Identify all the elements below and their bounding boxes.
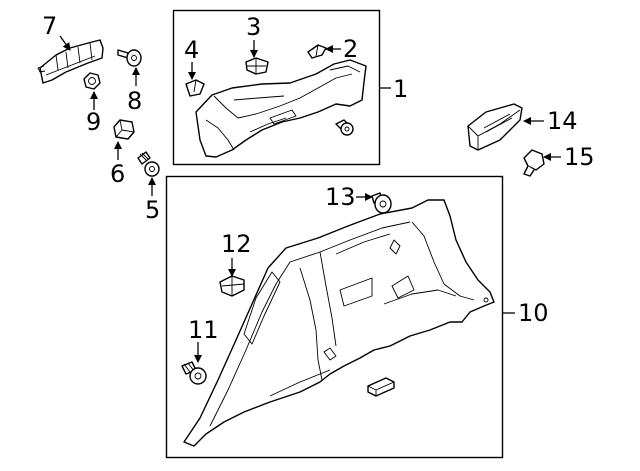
- part-10-quarter-trim-panel: [183, 199, 495, 447]
- part-5-screw: [137, 151, 160, 177]
- part-2-clip: [307, 44, 327, 59]
- callout-7: 7: [42, 12, 57, 40]
- part-6-clip: [113, 119, 135, 140]
- callout-5: 5: [145, 196, 160, 224]
- leader-7: [59, 35, 71, 51]
- callout-11: 11: [188, 316, 219, 344]
- callout-1: 1: [393, 75, 408, 103]
- upper-panel-group-box: [172, 9, 381, 166]
- part-11-screw: [181, 361, 207, 385]
- part-1-fastener: [335, 119, 354, 136]
- quarter-trim-group-box: [165, 175, 504, 459]
- callout-2: 2: [343, 35, 358, 63]
- callout-15: 15: [564, 143, 595, 171]
- part-10-insert: [367, 377, 395, 397]
- callout-10: 10: [518, 299, 549, 327]
- callout-9: 9: [86, 108, 101, 136]
- callout-8: 8: [127, 87, 142, 115]
- callout-3: 3: [246, 13, 261, 41]
- part-12-clip: [219, 275, 245, 297]
- part-8-bolt: [117, 49, 142, 67]
- part-13-bolt: [371, 192, 392, 214]
- callout-13: 13: [325, 183, 356, 211]
- part-14-lamp-housing: [467, 103, 523, 151]
- part-3-clip: [245, 57, 269, 75]
- callout-14: 14: [547, 107, 578, 135]
- part-9-nut: [83, 72, 101, 90]
- part-4-clip: [185, 79, 205, 97]
- part-15-bulb: [523, 149, 545, 177]
- callout-12: 12: [221, 230, 252, 258]
- callout-4: 4: [184, 36, 199, 64]
- part-1-upper-trim-panel: [195, 59, 367, 158]
- callout-6: 6: [110, 160, 125, 188]
